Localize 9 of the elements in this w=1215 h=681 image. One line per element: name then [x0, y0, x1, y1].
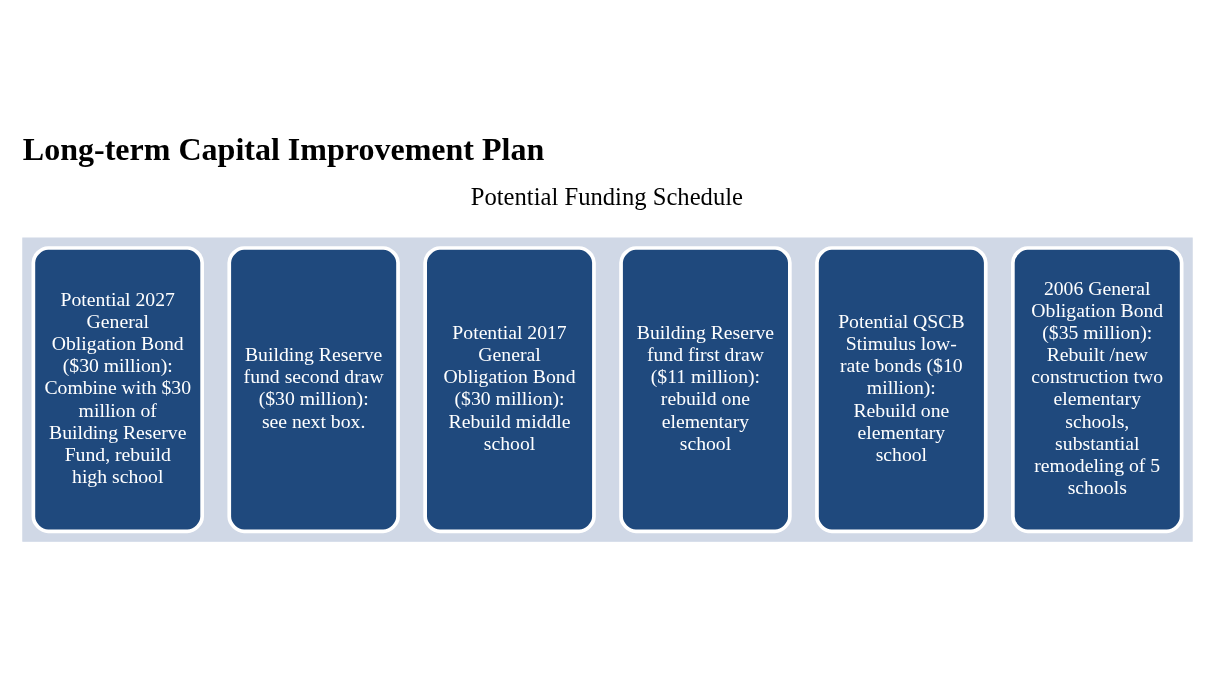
node-box: Potential 2017 General Obligation Bond ($30 million): Rebuild middle school	[423, 245, 596, 533]
label: Potential Funding Schedule	[470, 182, 743, 210]
cluster	[22, 237, 1193, 542]
node-box: 2006 General Obligation Bond ($35 million): Rebuilt /new construction two elementary schools, substantial remodeling of 5 schools	[1011, 245, 1184, 533]
node-box: Building Reserve fund first draw ($11 million): rebuild one elementary school	[619, 245, 792, 533]
node-box: Potential 2027 General Obligation Bond ($30 million): Combine with $30 million of Building Reserve Fund, rebuild high school	[31, 245, 204, 533]
node-box: Building Reserve fund second draw ($30 million): see next box.	[227, 245, 400, 533]
diagram-title: Long-term Capital Improvement Plan	[22, 130, 545, 167]
node-box: Potential QSCB Stimulus low-rate bonds ($10 million): Rebuild one elementary school	[815, 245, 988, 533]
